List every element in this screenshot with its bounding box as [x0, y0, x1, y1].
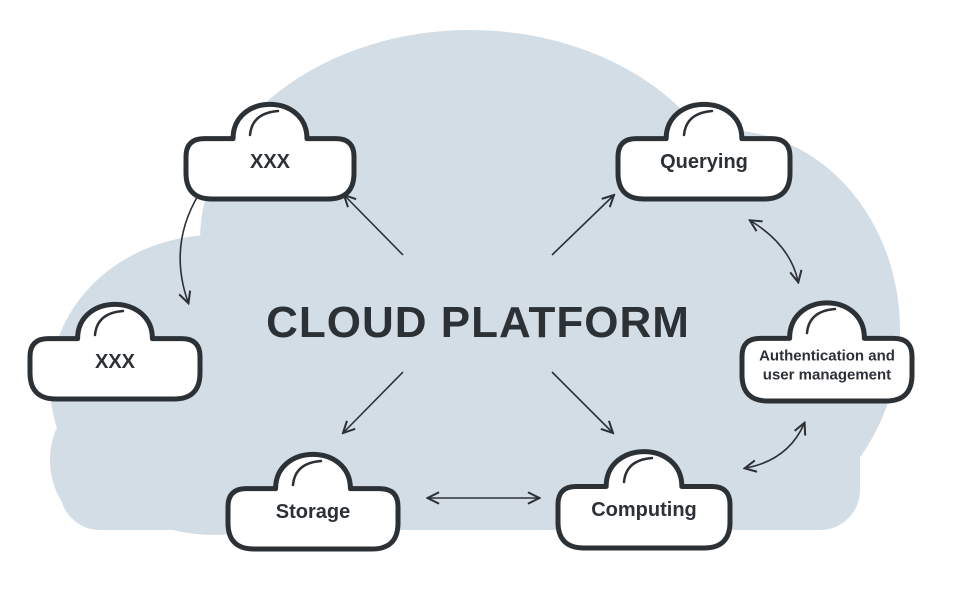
- node-label: Computing: [591, 499, 697, 521]
- node-cloud-top-left: XXX: [183, 102, 357, 202]
- node-label: XXX: [250, 151, 291, 173]
- arrow-auth-computing: [746, 424, 804, 468]
- node-highlight-arc: [291, 459, 323, 487]
- node-label-line: Authentication and: [759, 348, 895, 365]
- node-label-line: user management: [763, 367, 891, 384]
- arrow-top-left-to-left: [180, 193, 200, 302]
- node-cloud-shape: [183, 102, 357, 202]
- node-cloud-shape: [225, 452, 401, 552]
- node-cloud-computing: Computing: [555, 449, 733, 551]
- node-cloud-querying: Querying: [615, 102, 793, 202]
- node-cloud-shape: [615, 102, 793, 202]
- node-cloud-shape: [555, 449, 733, 551]
- node-highlight-arc: [622, 456, 654, 484]
- node-cloud-storage: Storage: [225, 452, 401, 552]
- node-label: Storage: [276, 501, 350, 523]
- node-highlight-arc: [682, 109, 714, 137]
- arrow-center-to-querying: [551, 196, 613, 256]
- node-cloud-auth: Authentication and user management: [739, 300, 915, 404]
- arrow-center-to-computing: [551, 371, 612, 432]
- node-cloud-shape: [739, 300, 915, 404]
- arrow-center-to-storage: [344, 371, 404, 432]
- diagram-title: CLOUD PLATFORM: [266, 298, 690, 347]
- node-label: XXX: [95, 351, 136, 373]
- node-cloud-left: XXX: [27, 302, 203, 402]
- arrows: [180, 194, 804, 498]
- node-highlight-arc: [805, 307, 837, 335]
- node-highlight-arc: [93, 309, 125, 337]
- arrow-center-to-top-left: [345, 196, 404, 256]
- node-label: Querying: [660, 151, 748, 173]
- node-cloud-shape: [27, 302, 203, 402]
- arrow-querying-auth: [751, 221, 798, 281]
- node-highlight-arc: [248, 109, 280, 137]
